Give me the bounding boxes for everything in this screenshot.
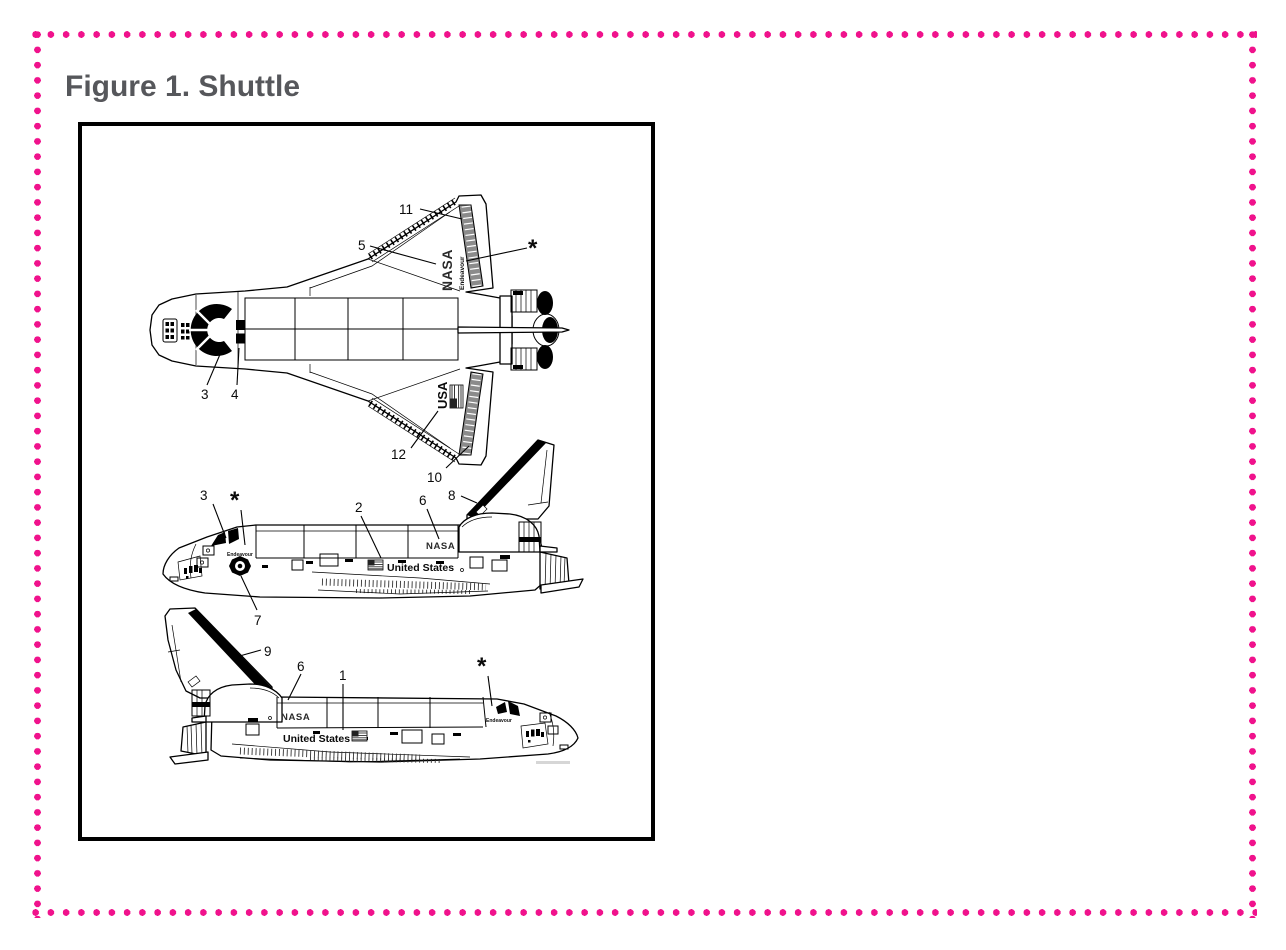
port-body-panels <box>262 553 510 572</box>
callout-6-port: 6 <box>419 493 427 508</box>
shuttle-diagram: NASA Endeavour USA 11 <box>149 194 584 765</box>
callout-1: 1 <box>339 668 347 683</box>
usa-label-top-view: USA <box>435 381 450 409</box>
starboard-payload-bay-doors <box>276 696 487 729</box>
callout-3-port: 3 <box>200 488 208 503</box>
vertical-tail-edge-on <box>457 326 570 334</box>
callout-3-top: 3 <box>201 387 209 402</box>
starboard-engines <box>169 689 211 765</box>
callout-8: 8 <box>448 488 456 503</box>
callout-5: 5 <box>358 238 366 253</box>
port-side-view: Endeavour NASA <box>162 439 584 628</box>
endeavour-label-starboard: Endeavour <box>486 718 512 724</box>
endeavour-label-port: Endeavour <box>227 552 253 558</box>
port-payload-bay-doors <box>255 525 459 559</box>
dotted-border-left <box>33 30 42 918</box>
cockpit-windows-top <box>189 304 232 356</box>
wing-markings: NASA Endeavour USA <box>435 249 466 409</box>
port-oms-pod <box>458 512 541 553</box>
callout-star-top: * <box>528 235 538 262</box>
nasa-logo-starboard: NASA <box>281 712 310 723</box>
united-states-label-starboard: United States <box>283 733 350 745</box>
callout-12: 12 <box>391 447 406 462</box>
flag-starboard <box>351 730 368 742</box>
port-nose-details <box>169 543 215 582</box>
port-cockpit-windows <box>211 528 239 546</box>
figure-box: NASA Endeavour USA 11 <box>78 122 655 841</box>
top-view: NASA Endeavour USA 11 <box>149 194 570 485</box>
starboard-callouts: 9 6 1 * <box>235 644 493 730</box>
starboard-cockpit-windows <box>496 701 520 716</box>
flag-top-view <box>449 384 464 409</box>
figure-title: Figure 1. Shuttle <box>65 70 301 103</box>
dotted-border-right <box>1248 30 1257 918</box>
elevon-strips <box>458 204 484 456</box>
port-engines <box>518 521 584 594</box>
callout-4: 4 <box>231 387 239 402</box>
nasa-logo-top-view: NASA <box>439 249 455 291</box>
port-callouts: 3 * 2 6 8 7 <box>200 487 478 628</box>
starboard-nose-details <box>520 711 569 750</box>
nasa-logo-port: NASA <box>426 541 455 552</box>
top-view-callouts: 11 5 * 3 4 12 10 <box>201 202 538 485</box>
endeavour-label-top-view: Endeavour <box>459 256 466 290</box>
callout-6-starboard: 6 <box>297 659 305 674</box>
callout-2: 2 <box>355 500 363 515</box>
port-wing-hatch <box>311 571 491 595</box>
callout-9: 9 <box>264 644 272 659</box>
callout-7: 7 <box>254 613 262 628</box>
starboard-side-view: Endeavour NASA <box>164 607 579 765</box>
callout-star-starboard: * <box>477 653 487 680</box>
main-engines-top <box>499 289 560 371</box>
callout-star-port: * <box>230 487 240 514</box>
nose-rcs-module <box>162 318 190 343</box>
starboard-wing-hatch <box>231 743 471 763</box>
dotted-border-top <box>31 30 1257 39</box>
united-states-label-port: United States <box>387 562 454 574</box>
flag-port <box>367 559 384 571</box>
hatch-squares <box>236 320 245 344</box>
callout-11: 11 <box>399 202 413 217</box>
callout-10: 10 <box>427 470 442 485</box>
watermark <box>536 761 570 764</box>
mission-emblem <box>229 556 251 576</box>
dotted-border-bottom <box>31 908 1257 917</box>
